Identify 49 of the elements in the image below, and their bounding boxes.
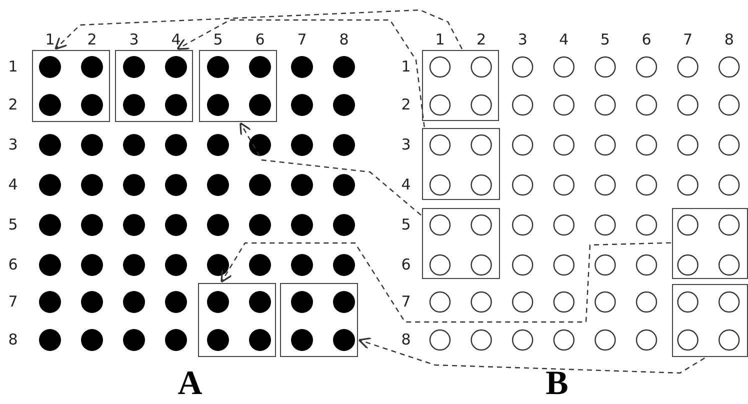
group-box xyxy=(672,284,748,357)
dashed-arrow xyxy=(176,19,425,128)
group-box xyxy=(32,50,110,122)
column-number: 3 xyxy=(129,32,139,48)
row-number: 1 xyxy=(401,60,411,74)
row-number: 3 xyxy=(401,138,411,152)
column-number: 7 xyxy=(297,32,307,48)
column-number: 7 xyxy=(683,32,693,48)
group-box xyxy=(422,50,499,121)
column-number: 4 xyxy=(559,32,569,48)
column-number: 1 xyxy=(435,32,445,48)
group-box xyxy=(280,283,358,357)
row-number: 7 xyxy=(8,294,18,310)
dashed-arrow xyxy=(220,242,672,323)
row-number: 2 xyxy=(8,98,18,112)
group-box xyxy=(422,128,500,200)
row-number: 2 xyxy=(401,98,411,112)
group-box xyxy=(115,50,193,122)
group-box xyxy=(198,283,276,357)
row-number: 5 xyxy=(8,218,18,232)
column-number: 6 xyxy=(642,32,652,48)
row-number: 6 xyxy=(401,258,411,272)
row-number: 4 xyxy=(401,178,411,192)
group-box xyxy=(422,208,500,279)
column-number: 4 xyxy=(171,32,181,48)
column-number: 3 xyxy=(518,32,528,48)
column-number: 8 xyxy=(339,32,349,48)
row-number: 7 xyxy=(401,294,411,310)
column-number: 1 xyxy=(45,32,55,48)
row-number: 1 xyxy=(8,60,18,74)
dashed-arrow xyxy=(54,9,463,50)
row-number: 3 xyxy=(8,138,18,152)
group-box xyxy=(199,50,277,122)
row-number: 8 xyxy=(401,332,411,348)
column-number: 6 xyxy=(255,32,265,48)
row-number: 8 xyxy=(8,332,18,348)
column-number: 8 xyxy=(724,32,734,48)
dashed-arrow xyxy=(240,122,422,216)
dashed-arrow xyxy=(358,337,705,374)
grid-title: B xyxy=(546,367,568,401)
group-box xyxy=(672,208,748,279)
column-number: 2 xyxy=(476,32,486,48)
row-number: 6 xyxy=(8,258,18,272)
column-number: 2 xyxy=(87,32,97,48)
column-number: 5 xyxy=(600,32,610,48)
row-number: 4 xyxy=(8,178,18,192)
grid-title: A xyxy=(178,367,202,401)
column-number: 5 xyxy=(213,32,223,48)
row-number: 5 xyxy=(401,218,411,232)
